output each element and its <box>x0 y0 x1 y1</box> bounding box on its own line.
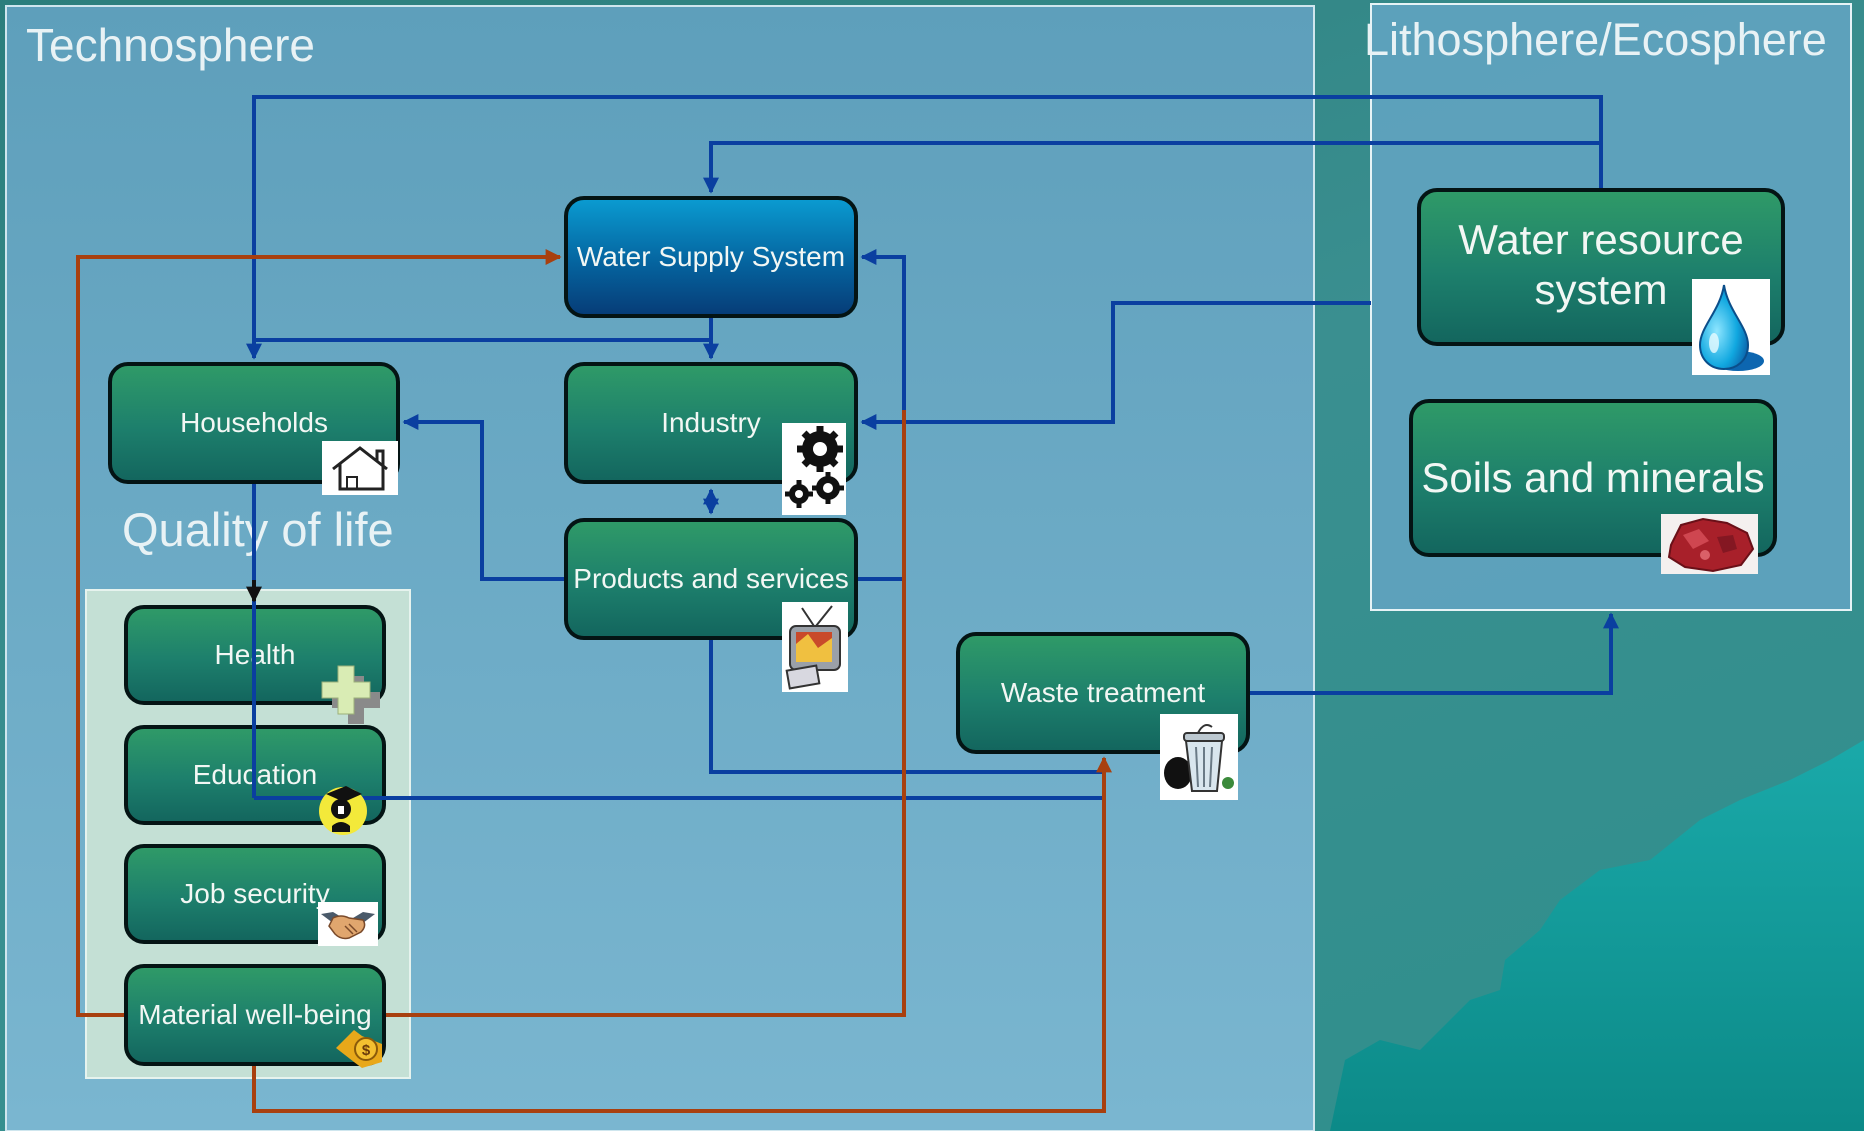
water-supply-system-label: Water Supply System <box>576 241 846 273</box>
technosphere-title: Technosphere <box>26 19 315 71</box>
graduate-icon <box>316 782 370 836</box>
svg-text:$: $ <box>362 1042 371 1059</box>
health-label: Health <box>214 639 296 671</box>
handshake-icon <box>318 902 378 946</box>
households-label: Households <box>180 407 328 439</box>
waste-treatment-label: Waste treatment <box>1000 677 1206 709</box>
water-drop-icon <box>1692 279 1770 375</box>
gears-icon <box>782 423 846 515</box>
soils-and-minerals-label: Soils and minerals <box>1421 453 1765 501</box>
education-label: Education <box>192 759 318 791</box>
water-supply-system-node[interactable]: Water Supply System <box>564 196 858 318</box>
television-icon <box>782 602 848 692</box>
quality-of-life-title: Quality of life <box>122 503 394 556</box>
mountain-shape <box>1330 740 1864 1131</box>
medical-cross-icon <box>318 662 386 726</box>
money-bag-icon: $ <box>332 1022 386 1072</box>
lithosphere-title: Lithosphere/Ecosphere <box>1364 14 1827 65</box>
mineral-rock-icon <box>1661 514 1758 574</box>
job-security-label: Job security <box>180 878 330 910</box>
industry-label: Industry <box>661 407 761 439</box>
house-icon <box>322 441 398 495</box>
products-and-services-label: Products and services <box>573 563 849 595</box>
trash-can-icon <box>1160 714 1238 800</box>
